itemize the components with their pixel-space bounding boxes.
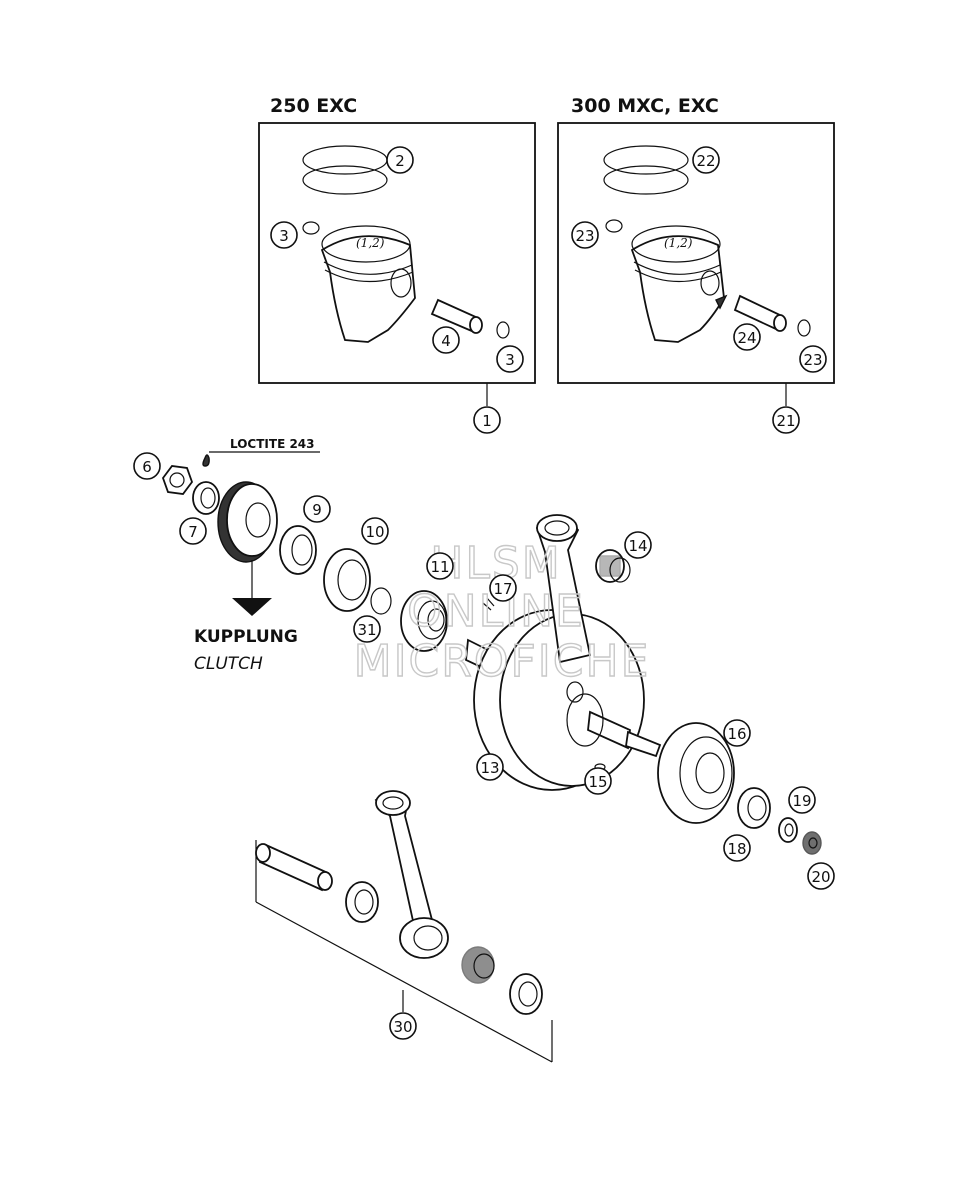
svg-text:15: 15: [588, 773, 607, 791]
left-bearing-stack: [279, 525, 448, 652]
callout-13: 13: [476, 753, 504, 781]
svg-text:10: 10: [365, 523, 384, 541]
svg-text:17: 17: [493, 580, 512, 598]
callout-15: 15: [584, 767, 612, 795]
svg-text:31: 31: [357, 621, 376, 639]
clutch-label-de: KUPPLUNG: [194, 627, 298, 647]
svg-text:13: 13: [480, 759, 499, 777]
svg-text:7: 7: [188, 523, 198, 541]
callout-24: 24: [733, 323, 761, 351]
callout-18: 18: [723, 834, 751, 862]
callout-7: 7: [179, 517, 207, 545]
svg-text:6: 6: [142, 458, 152, 476]
crankshaft-assembly: [465, 514, 662, 791]
svg-text:18: 18: [727, 840, 746, 858]
primary-gear-assembly: LOCTITE 243 KUPPLUNG CLUTCH: [161, 437, 320, 674]
callout-1: 1: [473, 406, 501, 434]
svg-text:14: 14: [628, 537, 647, 555]
svg-text:22: 22: [696, 152, 715, 170]
loctite-note: LOCTITE 243: [230, 437, 315, 451]
callout-6: 6: [133, 452, 161, 480]
piston-marking-300: (1,2): [664, 236, 693, 250]
callout-11: 11: [426, 552, 454, 580]
svg-text:21: 21: [776, 412, 795, 430]
svg-text:1: 1: [482, 412, 492, 430]
piston-marking-250: (1,2): [356, 236, 385, 250]
callout-9: 9: [303, 495, 331, 523]
svg-text:9: 9: [312, 501, 322, 519]
svg-text:23: 23: [575, 227, 594, 245]
svg-text:23: 23: [803, 351, 822, 369]
svg-text:11: 11: [430, 558, 449, 576]
right-bearing-stack: [657, 722, 822, 855]
callout-2: 2: [386, 146, 414, 174]
needle-bearing-top: [595, 549, 631, 583]
callout-23a: 23: [571, 221, 599, 249]
svg-text:19: 19: [792, 792, 811, 810]
callout-21: 21: [772, 406, 800, 434]
svg-text:30: 30: [393, 1018, 412, 1036]
callout-20: 20: [807, 862, 835, 890]
callout-30: 30: [389, 1012, 417, 1040]
callout-23b: 23: [799, 345, 827, 373]
kit-title-250-exc: 250 EXC: [270, 95, 357, 117]
svg-text:20: 20: [811, 868, 830, 886]
callout-3a: 3: [270, 221, 298, 249]
callout-17: 17: [489, 574, 517, 602]
piston-kit-300: (1,2): [557, 122, 835, 384]
kit-title-300-mxc-exc: 300 MXC, EXC: [571, 95, 719, 117]
svg-text:4: 4: [441, 332, 451, 350]
svg-text:3: 3: [505, 351, 515, 369]
callout-14: 14: [624, 531, 652, 559]
callout-31: 31: [353, 615, 381, 643]
callout-3b: 3: [496, 345, 524, 373]
clutch-label-en: CLUTCH: [194, 654, 263, 674]
piston-kit-250: (1,2): [258, 122, 536, 384]
watermark-line3: MICROFICHE: [354, 636, 651, 687]
conrod-kit: [255, 790, 553, 1063]
svg-text:3: 3: [279, 227, 289, 245]
svg-text:24: 24: [737, 329, 756, 347]
svg-text:2: 2: [395, 152, 405, 170]
callout-10: 10: [361, 517, 389, 545]
callout-4: 4: [432, 326, 460, 354]
callout-16: 16: [723, 719, 751, 747]
svg-text:16: 16: [727, 725, 746, 743]
callout-19: 19: [788, 786, 816, 814]
callout-22: 22: [692, 146, 720, 174]
